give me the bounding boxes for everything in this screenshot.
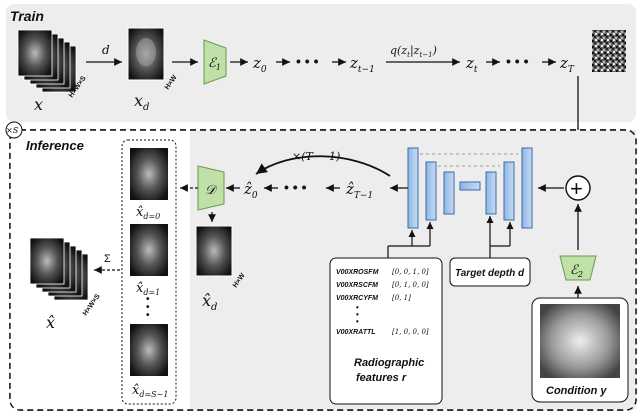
target-depth-label: Target depth d (455, 268, 525, 279)
slice-1 (130, 224, 168, 276)
encoder-e2 (559, 255, 597, 281)
zT-label: zT (559, 54, 575, 75)
xd-label: 𝑥d (134, 91, 149, 113)
dots-2: • • • (506, 53, 529, 69)
feature-0-value: [0, 0, 1, 0] (392, 268, 429, 276)
svg-text:•: • (356, 310, 359, 319)
svg-text:•: • (146, 302, 150, 313)
svg-text:•: • (356, 303, 359, 312)
feature-0-name: V00XROSFM (336, 269, 379, 276)
condition-label: Condition y (546, 385, 607, 397)
zh0-label: ẑ0 (243, 180, 258, 201)
slice-0 (130, 148, 168, 200)
plus-node (565, 175, 591, 201)
decoder (197, 165, 225, 211)
x-hat-label: 𝑥̂ (46, 313, 55, 332)
slice-1-label: 𝑥̂d=1 (136, 281, 160, 297)
feature-3-value: [1, 0, 0, 0] (392, 328, 429, 336)
q-label: q(zt|zt−1) (390, 44, 437, 59)
plus-symbol: + (570, 176, 583, 201)
mri-slice-xd (127, 27, 165, 81)
inference-border (9, 129, 637, 411)
feature-2-value: [0, 1] (392, 294, 411, 302)
encoder-e1-label: ℰ1 (208, 56, 221, 72)
zt-label: zt (465, 54, 478, 75)
radiographic-box (329, 257, 443, 405)
dots-1: • • • (296, 53, 319, 69)
xd-hat-label: 𝑥̂d (202, 291, 217, 313)
slice-0-label: 𝑥̂d=0 (136, 205, 160, 221)
z0-label: z0 (252, 54, 267, 75)
train-panel (6, 4, 636, 122)
mri-volume-stack (17, 29, 77, 93)
dots-3: • • • (284, 179, 307, 195)
zt1-label: zt−1 (349, 54, 375, 75)
xray-image (540, 304, 620, 378)
feature-2-name: V00XRCYFM (336, 295, 378, 302)
noise-image (592, 30, 626, 72)
d-label: d (102, 43, 110, 57)
repeat-label: ×S (6, 126, 19, 135)
svg-text:•: • (356, 317, 359, 326)
train-title: Train (10, 8, 44, 24)
encoder-e1 (203, 39, 227, 85)
feature-1-value: [0, 1, 0, 0] (392, 281, 429, 289)
encoder-e2-label: ℰ2 (570, 263, 583, 279)
mri-xd-hat (195, 225, 233, 277)
inference-title: Inference (26, 138, 84, 153)
feature-1-name: V00XRSCFM (336, 282, 378, 289)
output-volume-stack (29, 237, 89, 301)
loop-label: ×(T − 1) (292, 150, 340, 163)
radiographic-title: Radiographic (354, 357, 424, 369)
unet (407, 147, 533, 229)
loop-arrow (255, 155, 391, 177)
decoder-label: 𝒟 (205, 183, 218, 198)
feature-3-name: V00XRATTL (336, 329, 376, 336)
svg-text:•: • (146, 310, 150, 321)
zhT1-label: ẑT−1 (345, 180, 373, 201)
radiographic-title-2: features r (356, 372, 407, 384)
x-label: 𝑥 (34, 95, 43, 114)
slice-last (130, 324, 168, 376)
slice-last-label: 𝑥̂d=S−1 (132, 383, 168, 399)
sum-symbol: Σ (104, 253, 111, 265)
slice-dots: • (146, 294, 150, 305)
